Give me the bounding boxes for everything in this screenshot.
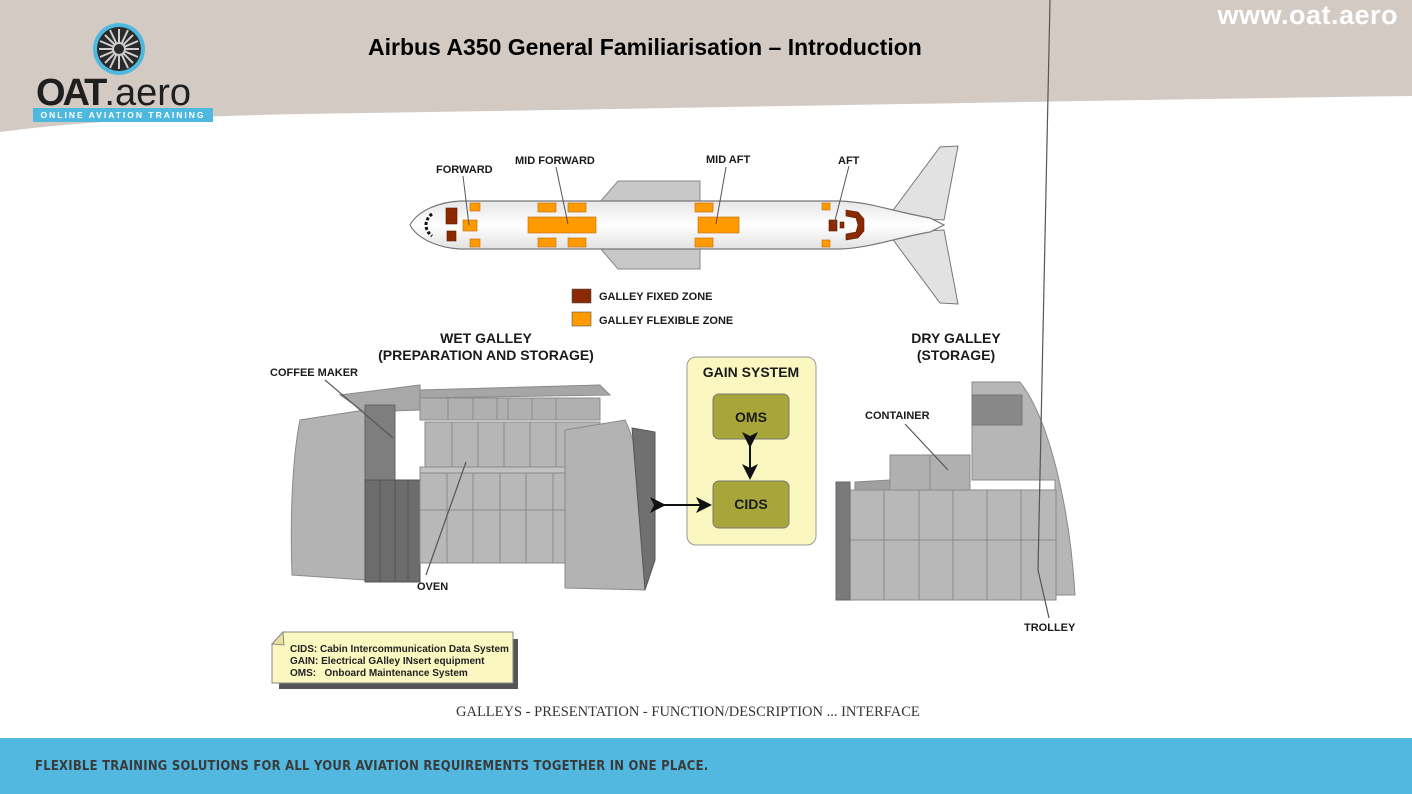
- oms-label: OMS: [735, 409, 767, 425]
- flex-zone: [694, 202, 714, 213]
- wing-upper: [598, 180, 701, 203]
- flex-zone: [462, 219, 478, 232]
- jet-engine-fan-icon: [93, 23, 145, 75]
- note-line-cids: CIDS: Cabin Intercommunication Data Syst…: [290, 644, 509, 655]
- tail-lower: [887, 229, 959, 305]
- page-title: Airbus A350 General Familiarisation – In…: [368, 34, 922, 60]
- fixed-zone-aft-2: [839, 221, 845, 229]
- logo-tagline: ONLINE AVIATION TRAINING: [33, 108, 213, 122]
- dry-galley-subtitle: (STORAGE): [917, 347, 995, 363]
- legend-label-fixed: GALLEY FIXED ZONE: [599, 291, 712, 303]
- fixed-zone-forward-2: [446, 230, 457, 242]
- legend-label-flexible: GALLEY FLEXIBLE ZONE: [599, 315, 733, 327]
- callout-oven: OVEN: [417, 581, 448, 593]
- flex-zone: [537, 237, 557, 248]
- footer-slogan: FLEXIBLE TRAINING SOLUTIONS FOR ALL YOUR…: [35, 758, 709, 774]
- wing-lower: [598, 247, 701, 270]
- flex-zone: [821, 202, 831, 211]
- flex-zone: [537, 202, 557, 213]
- cids-label: CIDS: [734, 496, 767, 512]
- zone-label-forward: FORWARD: [436, 164, 493, 176]
- aircraft-top-view: FORWARD MID FORWARD MID AFT AFT: [409, 145, 959, 305]
- cockpit-windows: [424, 212, 433, 238]
- legend-swatch-fixed: [571, 288, 592, 304]
- figure-caption: GALLEYS - PRESENTATION - FUNCTION/DESCRI…: [456, 704, 920, 720]
- zone-legend: GALLEY FIXED ZONE GALLEY FLEXIBLE ZONE: [571, 288, 733, 327]
- oat-aero-logo[interactable]: OAT.aero ONLINE AVIATION TRAINING: [30, 22, 220, 126]
- zone-label-mid-aft: MID AFT: [706, 154, 750, 166]
- dry-galley-illustration: DRY GALLEY (STORAGE) CONTAINER TROLLEY: [835, 0, 1076, 634]
- logo-wordmark: OAT.aero: [36, 72, 192, 114]
- flex-zone: [567, 202, 587, 213]
- fixed-zone-forward-1: [445, 207, 458, 225]
- legend-swatch-flexible: [571, 311, 592, 327]
- dry-galley-title: DRY GALLEY: [911, 330, 1001, 346]
- fixed-zone-aft-1: [828, 219, 838, 232]
- note-line-oms: OMS: Onboard Maintenance System: [290, 668, 468, 679]
- callout-coffee-maker: COFFEE MAKER: [270, 367, 358, 379]
- site-url-link[interactable]: www.oat.aero: [1217, 0, 1398, 30]
- zone-label-aft: AFT: [838, 155, 860, 167]
- wet-galley-subtitle: (PREPARATION AND STORAGE): [378, 347, 594, 363]
- gain-system-panel: GAIN SYSTEM OMS CIDS: [650, 356, 817, 546]
- flex-zone: [469, 238, 481, 248]
- callout-container: CONTAINER: [865, 410, 930, 422]
- flex-zone: [694, 237, 714, 248]
- cids-box: [712, 480, 790, 529]
- fixed-zone-aft-galley: [845, 209, 865, 241]
- callout-trolley: TROLLEY: [1024, 622, 1076, 634]
- flex-zone: [697, 216, 740, 234]
- flex-zone: [567, 237, 587, 248]
- header-banner: [0, 0, 1412, 132]
- flex-zone: [527, 216, 597, 234]
- gain-system-title: GAIN SYSTEM: [703, 364, 799, 380]
- note-line-gain: GAIN: Electrical GAlley INsert equipment: [290, 656, 485, 667]
- zone-label-mid-forward: MID FORWARD: [515, 155, 595, 167]
- flex-zone: [821, 239, 831, 248]
- wet-galley-illustration: WET GALLEY (PREPARATION AND STORAGE) COF…: [270, 330, 656, 593]
- footer-banner: FLEXIBLE TRAINING SOLUTIONS FOR ALL YOUR…: [0, 738, 1412, 794]
- fuselage: [409, 200, 946, 250]
- tail-upper: [887, 145, 959, 221]
- abbreviations-note: CIDS: Cabin Intercommunication Data Syst…: [270, 630, 518, 689]
- wet-galley-title: WET GALLEY: [440, 330, 532, 346]
- flex-zone: [469, 202, 481, 212]
